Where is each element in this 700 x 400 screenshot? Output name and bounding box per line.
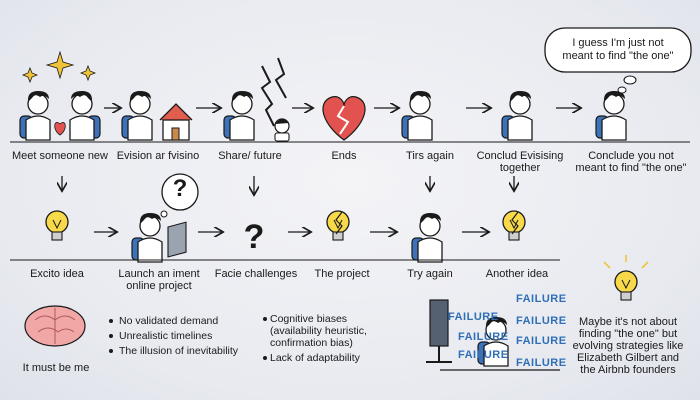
- bullet-dot: [109, 317, 267, 360]
- svg-text:FAILURE: FAILURE: [516, 357, 567, 369]
- label-meet: Meet someone new: [12, 150, 108, 162]
- label-tirs-again: Tirs again: [406, 150, 454, 162]
- person-icon: [121, 90, 153, 141]
- person-icon: [69, 90, 101, 141]
- speech-line: I guess I'm just not: [572, 37, 664, 49]
- down-arrow: [62, 176, 514, 194]
- label-facie-challenges: Facie challenges: [214, 268, 298, 280]
- person-icon: [411, 212, 443, 263]
- svg-text:?: ?: [244, 218, 265, 256]
- broken-heart-icon: [322, 96, 366, 141]
- failure-scene: [426, 299, 560, 371]
- label-another-idea: Another idea: [485, 268, 549, 280]
- sparkle-icon: [21, 50, 97, 84]
- person-icon: [501, 90, 533, 141]
- person-icon: [401, 90, 433, 141]
- person-icon: [595, 90, 627, 141]
- label-excito-idea: Excito idea: [30, 268, 84, 280]
- lightbulb-icon: [45, 210, 69, 241]
- bullet-item: The illusion of inevitability: [119, 345, 239, 357]
- label-try-again: Try again: [407, 268, 453, 280]
- brain-caption: It must be me: [22, 362, 90, 374]
- lightning-icon: [260, 57, 287, 127]
- svg-text:FAILURE: FAILURE: [516, 293, 567, 305]
- svg-text:FAILURE: FAILURE: [458, 349, 509, 361]
- svg-text:FAILURE: FAILURE: [448, 311, 499, 323]
- cracked-bulb-icon: [502, 210, 526, 241]
- bullet-item: No validated demand: [119, 315, 219, 327]
- svg-text:FAILURE: FAILURE: [458, 331, 509, 343]
- house-icon: [159, 103, 193, 141]
- bullet-item-cont: confirmation bias): [270, 337, 353, 349]
- label-envision: Evision ar fvisino: [116, 150, 200, 162]
- person-icon: [19, 90, 51, 141]
- laptop-icon: [167, 221, 187, 258]
- speech-line: meant to find "the one": [562, 50, 674, 62]
- label-ends: Ends: [331, 150, 357, 162]
- thought-bubble-text: ?: [172, 175, 188, 202]
- thought-bubble: [160, 173, 199, 218]
- question-icon: ?: [244, 218, 265, 256]
- bullet-list-left: No validated demand Unrealistic timeline…: [119, 315, 238, 360]
- person-icon: [223, 90, 255, 141]
- bullet-list-right: Cognitive biases (availability heuristic…: [270, 313, 367, 367]
- closing-text: Maybe it's not about finding "the one" b…: [572, 316, 684, 376]
- bullet-item-cont: (availability heuristic,: [270, 325, 367, 337]
- label-share-future: Share/ future: [218, 150, 282, 162]
- cracked-bulb-icon: [326, 210, 350, 241]
- bullet-item: Unrealistic timelines: [119, 330, 213, 342]
- speech-bubble: [544, 27, 692, 94]
- svg-text:FAILURE: FAILURE: [516, 315, 567, 327]
- bullet-item: Cognitive biases: [270, 313, 348, 325]
- svg-text:FAILURE: FAILURE: [516, 335, 567, 347]
- heart-icon: [54, 122, 66, 136]
- brain-icon: [24, 305, 86, 347]
- failure-word: FAILURE FAILURE FAILURE FAILURE FAILURE …: [448, 293, 567, 369]
- child-icon: [274, 118, 290, 142]
- label-the-project: The project: [314, 268, 370, 280]
- lightbulb-icon: [603, 255, 649, 301]
- bullet-item: Lack of adaptability: [270, 352, 360, 364]
- speech-bubble-text: I guess I'm just not meant to find "the …: [548, 37, 688, 63]
- person-icon: [131, 212, 163, 263]
